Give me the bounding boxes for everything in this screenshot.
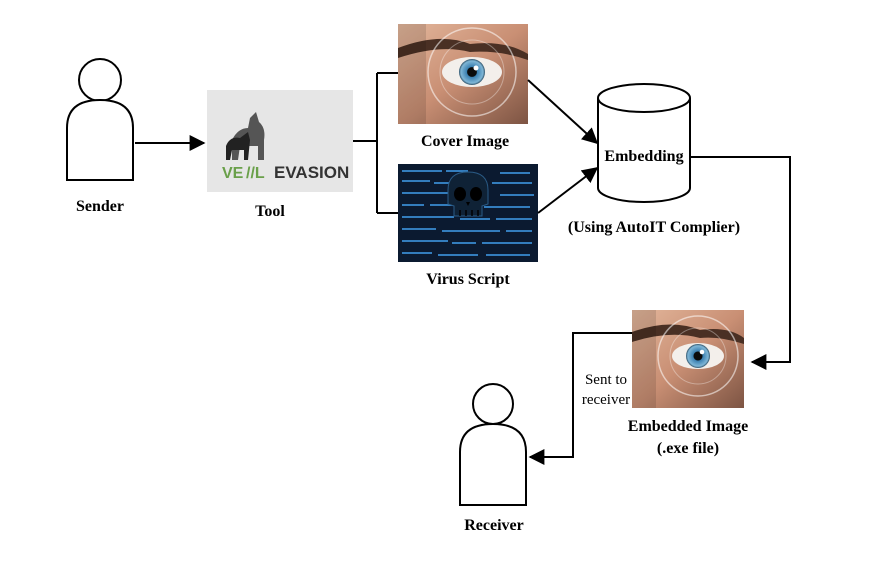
svg-text:VE: VE [222, 165, 244, 182]
edge-tool-fork [353, 72, 398, 214]
sent-to-line2: receiver [581, 392, 631, 408]
embedded-image-sublabel: (.exe file) [656, 440, 720, 457]
embedded-image-label: Embedded Image [627, 418, 749, 435]
cover-image-label: Cover Image [420, 133, 510, 150]
receiver-person-icon [459, 383, 527, 506]
virus-script-image [398, 164, 538, 262]
sender-label: Sender [76, 198, 124, 215]
edge-embedding-to-embedded [690, 156, 791, 370]
svg-text:EVASION: EVASION [274, 163, 349, 182]
cover-image-eye [398, 24, 528, 124]
sender-person-icon [66, 58, 134, 181]
embedded-image-eye [632, 310, 744, 408]
edge-embedded-to-receiver [528, 332, 632, 465]
svg-text://L: //L [246, 165, 265, 182]
receiver-label: Receiver [464, 517, 524, 534]
embedding-cylinder [597, 83, 691, 203]
tool-label: Tool [255, 203, 285, 220]
veil-evasion-logo: VE //L EVASION [207, 90, 353, 192]
virus-script-label: Virus Script [426, 271, 510, 288]
sent-to-receiver-label: Sent to receiver [576, 370, 636, 410]
sent-to-line1: Sent to [584, 372, 628, 388]
edge-virus-to-embedding [537, 167, 599, 214]
embedding-label: Embedding [604, 148, 684, 165]
edge-cover-to-embedding [527, 79, 599, 145]
embedding-note: (Using AutoIT Complier) [567, 219, 741, 236]
